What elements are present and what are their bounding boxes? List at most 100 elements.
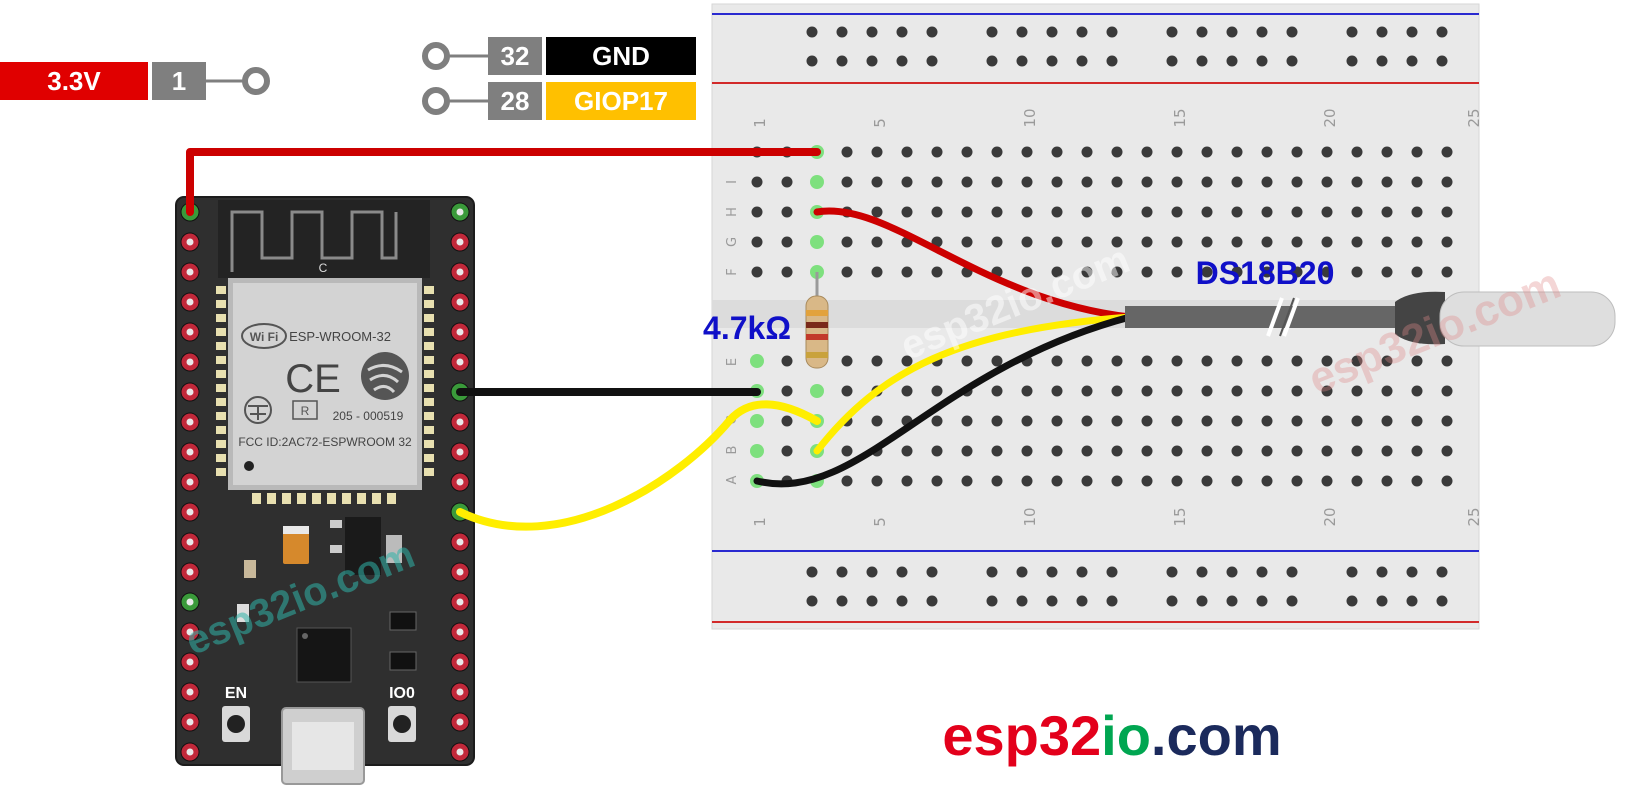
breadboard-hole bbox=[1351, 146, 1363, 158]
rail-hole bbox=[1436, 26, 1448, 38]
col-number-bottom-20: 20 bbox=[1321, 507, 1339, 526]
active-hole bbox=[810, 175, 824, 189]
breadboard-hole bbox=[1201, 206, 1213, 218]
breadboard-hole bbox=[1381, 266, 1393, 278]
power-wire bbox=[186, 148, 821, 216]
breadboard-hole bbox=[1291, 445, 1303, 457]
io0-button-cap[interactable] bbox=[393, 715, 411, 733]
rail-hole bbox=[896, 595, 908, 607]
breadboard-hole bbox=[1291, 385, 1303, 397]
rail-hole bbox=[1346, 55, 1358, 67]
breadboard-hole bbox=[1081, 445, 1093, 457]
breadboard-hole bbox=[1321, 415, 1333, 427]
breadboard-hole bbox=[1051, 355, 1063, 367]
rail-hole bbox=[1436, 595, 1448, 607]
rail-hole bbox=[836, 595, 848, 607]
breadboard-hole bbox=[781, 415, 793, 427]
rail-hole bbox=[836, 55, 848, 67]
header-pin-hole bbox=[186, 388, 194, 396]
breadboard-hole bbox=[1381, 236, 1393, 248]
rail-hole bbox=[1436, 566, 1448, 578]
header-pin-hole bbox=[186, 658, 194, 666]
breadboard-hole bbox=[901, 445, 913, 457]
rail-hole bbox=[926, 595, 938, 607]
breadboard-hole bbox=[961, 415, 973, 427]
module-pad bbox=[424, 440, 434, 448]
probe-collar bbox=[1395, 291, 1445, 345]
col-number-top-25: 25 bbox=[1465, 108, 1483, 127]
espressif-logo-icon bbox=[361, 352, 409, 400]
pin-label-ground: 32 GND bbox=[422, 37, 696, 75]
breadboard-hole bbox=[841, 445, 853, 457]
header-pin-hole bbox=[456, 448, 464, 456]
rail-hole bbox=[1196, 595, 1208, 607]
breadboard-hole bbox=[991, 146, 1003, 158]
breadboard-hole bbox=[1081, 415, 1093, 427]
breadboard-hole bbox=[871, 206, 883, 218]
rail-hole bbox=[1196, 55, 1208, 67]
breadboard-hole bbox=[1051, 385, 1063, 397]
breadboard-hole bbox=[1411, 146, 1423, 158]
breadboard-hole bbox=[1141, 445, 1153, 457]
module-pad bbox=[424, 398, 434, 406]
breadboard-hole bbox=[1051, 475, 1063, 487]
pin1-dot bbox=[244, 461, 254, 471]
breadboard-hole bbox=[1171, 355, 1183, 367]
breadboard-hole bbox=[1351, 415, 1363, 427]
breadboard-hole bbox=[961, 236, 973, 248]
breadboard-hole bbox=[1351, 266, 1363, 278]
active-hole bbox=[750, 444, 764, 458]
breadboard-hole bbox=[1261, 146, 1273, 158]
breadboard-hole bbox=[1141, 355, 1153, 367]
esp32-board: C Wi Fi ESP-WROOM-32 CE R 205 - 000519 bbox=[175, 196, 475, 785]
breadboard-hole bbox=[1171, 146, 1183, 158]
rail-hole bbox=[1376, 595, 1388, 607]
breadboard-hole bbox=[1111, 445, 1123, 457]
breadboard-hole bbox=[841, 176, 853, 188]
cable-break-mark bbox=[1279, 297, 1295, 337]
header-pin-hole bbox=[456, 628, 464, 636]
breadboard-hole bbox=[871, 176, 883, 188]
header-pin-hole bbox=[186, 328, 194, 336]
active-hole bbox=[750, 354, 764, 368]
breadboard-hole bbox=[1291, 176, 1303, 188]
transistor bbox=[389, 651, 417, 671]
rail-hole bbox=[806, 26, 818, 38]
breadboard-hole bbox=[1261, 415, 1273, 427]
breadboard-hole bbox=[1321, 176, 1333, 188]
breadboard-hole bbox=[1351, 355, 1363, 367]
header-pin-hole bbox=[186, 478, 194, 486]
rail-hole bbox=[1046, 595, 1058, 607]
header-pin-hole bbox=[456, 658, 464, 666]
rail-hole bbox=[926, 55, 938, 67]
header-pin-hole bbox=[186, 418, 194, 426]
header-pin-hole bbox=[456, 238, 464, 246]
rail-hole bbox=[806, 595, 818, 607]
rail-hole bbox=[1376, 55, 1388, 67]
module-pad bbox=[327, 493, 336, 504]
module-pad bbox=[216, 454, 226, 462]
en-button-cap[interactable] bbox=[227, 715, 245, 733]
module-pad bbox=[216, 384, 226, 392]
module-pad bbox=[387, 493, 396, 504]
cert-number: 205 - 000519 bbox=[333, 409, 404, 423]
rail-hole bbox=[1076, 566, 1088, 578]
module-pad bbox=[216, 342, 226, 350]
breadboard-hole bbox=[991, 415, 1003, 427]
breadboard-hole bbox=[1141, 176, 1153, 188]
header-pin-hole bbox=[456, 268, 464, 276]
breadboard-hole bbox=[1021, 445, 1033, 457]
breadboard-hole bbox=[931, 385, 943, 397]
rail-hole bbox=[1076, 55, 1088, 67]
breadboard-hole bbox=[1321, 475, 1333, 487]
module-pad bbox=[267, 493, 276, 504]
rail-hole bbox=[1226, 26, 1238, 38]
breadboard-hole bbox=[901, 176, 913, 188]
module-pad bbox=[282, 493, 291, 504]
rail-hole bbox=[1226, 55, 1238, 67]
resistor-band bbox=[806, 334, 828, 340]
breadboard-hole bbox=[1261, 236, 1273, 248]
breadboard-hole bbox=[1441, 236, 1453, 248]
rail-hole bbox=[1376, 26, 1388, 38]
tantalum-capacitor bbox=[283, 526, 309, 564]
